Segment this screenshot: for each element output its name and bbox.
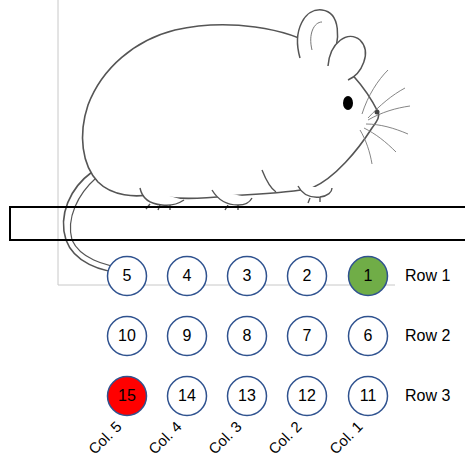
ear-detail bbox=[311, 22, 322, 50]
well-circle: 1 bbox=[347, 255, 389, 297]
column-label: Col. 5 bbox=[86, 418, 125, 457]
column-label: Col. 1 bbox=[327, 418, 366, 457]
well-circle: 12 bbox=[286, 375, 328, 417]
image-frame bbox=[58, 0, 395, 285]
well-number: 12 bbox=[286, 375, 328, 417]
well-circle: 14 bbox=[166, 375, 208, 417]
mouse-body bbox=[83, 25, 379, 199]
row-label: Row 3 bbox=[405, 387, 450, 405]
mouse-whiskers bbox=[360, 70, 410, 164]
mouse-ear bbox=[328, 36, 365, 80]
well-number: 3 bbox=[226, 255, 268, 297]
well-circle: 3 bbox=[226, 255, 268, 297]
well-circle: 8 bbox=[226, 315, 268, 357]
restraint-bar bbox=[10, 207, 465, 240]
well-number: 4 bbox=[166, 255, 208, 297]
well-number: 11 bbox=[347, 375, 389, 417]
well-number: 5 bbox=[106, 255, 148, 297]
well-circle: 2 bbox=[286, 255, 328, 297]
column-label: Col. 3 bbox=[206, 418, 245, 457]
well-number: 2 bbox=[286, 255, 328, 297]
column-label: Col. 2 bbox=[266, 418, 305, 457]
well-number: 1 bbox=[347, 255, 389, 297]
well-circle: 15 bbox=[106, 375, 148, 417]
mouse-eye bbox=[343, 96, 353, 110]
mouse-feet bbox=[140, 170, 332, 210]
well-circle: 7 bbox=[286, 315, 328, 357]
well-circle: 10 bbox=[106, 315, 148, 357]
row-label: Row 2 bbox=[405, 327, 450, 345]
column-label: Col. 4 bbox=[146, 418, 185, 457]
row-label: Row 1 bbox=[405, 267, 450, 285]
well-circle: 4 bbox=[166, 255, 208, 297]
well-circle: 13 bbox=[226, 375, 268, 417]
well-number: 8 bbox=[226, 315, 268, 357]
well-circle: 5 bbox=[106, 255, 148, 297]
well-number: 15 bbox=[106, 375, 148, 417]
well-circle: 6 bbox=[347, 315, 389, 357]
well-number: 9 bbox=[166, 315, 208, 357]
well-number: 7 bbox=[286, 315, 328, 357]
well-number: 10 bbox=[106, 315, 148, 357]
well-number: 14 bbox=[166, 375, 208, 417]
well-circle: 11 bbox=[347, 375, 389, 417]
well-number: 13 bbox=[226, 375, 268, 417]
well-circle: 9 bbox=[166, 315, 208, 357]
well-number: 6 bbox=[347, 315, 389, 357]
